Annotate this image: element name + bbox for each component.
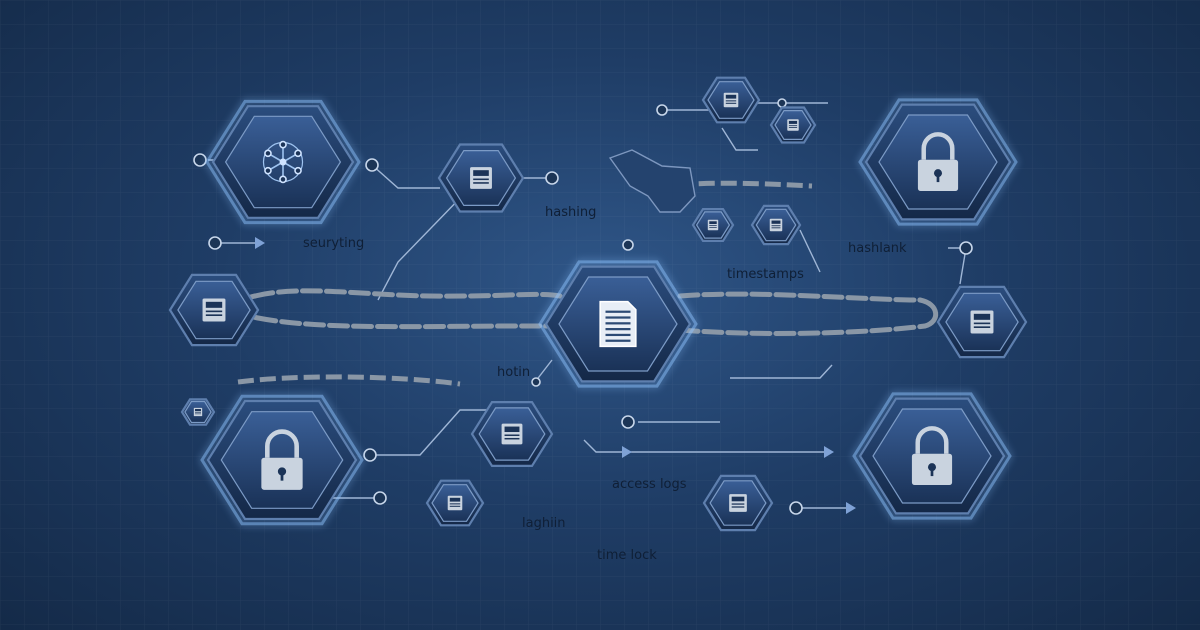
node-small-bottom-3	[702, 474, 774, 532]
node-small-bottom-2	[425, 479, 485, 527]
label-hashing: hashing	[545, 205, 596, 220]
label-securing: seuryting	[303, 236, 364, 251]
node-small-far-left	[180, 398, 216, 426]
node-small-hashing	[437, 143, 525, 213]
label-hotin: hotin	[497, 365, 530, 380]
lock-icon	[261, 429, 303, 490]
node-network-hub	[205, 99, 361, 225]
node-small-left	[168, 273, 260, 347]
storage-icon	[193, 407, 203, 417]
node-small-mid-1	[691, 208, 735, 242]
node-small-mid-2	[750, 204, 802, 246]
node-small-right	[936, 285, 1028, 359]
label-time-lock: time lock	[597, 548, 657, 563]
label-timestamps: timestamps	[727, 267, 804, 282]
storage-icon	[501, 423, 523, 445]
broken-chain-fragment	[608, 149, 696, 213]
node-small-bottom-1	[470, 401, 554, 467]
storage-icon	[707, 219, 719, 231]
node-small-top-1	[701, 76, 761, 124]
node-lock-bottom-right	[852, 392, 1012, 520]
arrow-markers	[255, 237, 856, 514]
storage-icon	[202, 298, 226, 322]
storage-icon	[787, 119, 799, 131]
label-access-logs: access logs	[612, 477, 687, 492]
storage-icon	[723, 92, 739, 108]
lock-icon	[917, 132, 959, 192]
node-lock-bottom-left	[200, 394, 364, 526]
storage-icon	[729, 494, 747, 512]
node-small-top-2	[769, 106, 817, 144]
network-icon	[262, 140, 304, 184]
short-chain-upper	[654, 180, 813, 191]
lock-icon	[911, 426, 953, 486]
storage-icon	[769, 218, 783, 232]
doc-icon	[599, 300, 637, 348]
node-central-document	[538, 260, 698, 388]
storage-icon	[447, 495, 463, 511]
node-lock-top-right	[858, 98, 1018, 226]
label-laghiin: laghiin	[522, 516, 566, 531]
short-chain-lower	[237, 374, 461, 387]
label-hashlank: hashlank	[848, 241, 907, 256]
storage-icon	[970, 310, 994, 334]
storage-icon	[470, 167, 492, 189]
